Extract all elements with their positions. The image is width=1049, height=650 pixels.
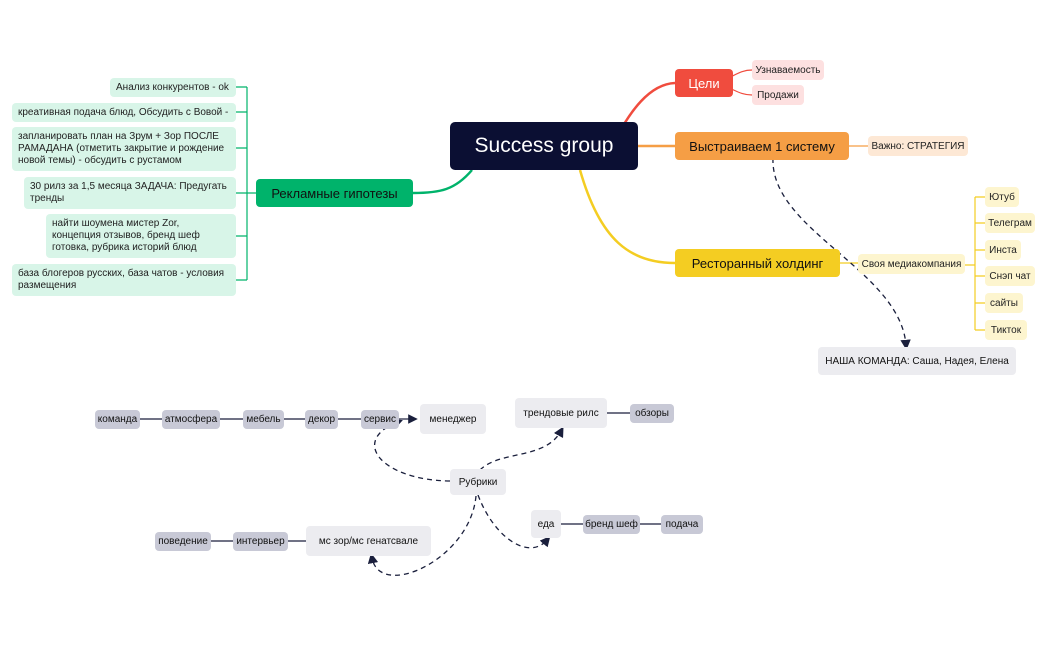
- manager-chain-item[interactable]: мебель: [243, 410, 284, 429]
- goal-item[interactable]: Узнаваемость: [752, 60, 824, 80]
- goal-item[interactable]: Продажи: [752, 85, 804, 105]
- manager-chain-item[interactable]: декор: [305, 410, 338, 429]
- topic-holding[interactable]: Ресторанный холдинг: [675, 249, 840, 277]
- topic-goals[interactable]: Цели: [675, 69, 733, 97]
- link-ads: [412, 169, 473, 195]
- topic-system[interactable]: Выстраиваем 1 систему: [675, 132, 849, 160]
- manager-chain-item[interactable]: команда: [95, 410, 140, 429]
- ad-hypothesis[interactable]: 30 рилз за 1,5 месяца ЗАДАЧА: Предугать …: [24, 177, 236, 209]
- ad-hypothesis[interactable]: найти шоумена мистер Zor, концепция отзы…: [46, 214, 236, 258]
- system-note[interactable]: Важно: СТРАТЕГИЯ: [868, 136, 968, 156]
- link-rubrics-trend: [479, 426, 564, 471]
- mc-chain-item[interactable]: интервьер: [233, 532, 288, 551]
- media-channel[interactable]: Инста: [985, 240, 1021, 260]
- team-node[interactable]: НАША КОМАНДА: Саша, Надея, Елена: [818, 347, 1016, 375]
- holding-note[interactable]: Своя медиакомпания: [858, 254, 965, 274]
- ad-hypothesis[interactable]: Анализ конкурентов - ok: [110, 78, 236, 97]
- center-node[interactable]: Success group: [450, 122, 638, 170]
- media-channel[interactable]: Снэп чат: [985, 266, 1035, 286]
- media-channel[interactable]: Ютуб: [985, 187, 1019, 207]
- rubrics-root[interactable]: Рубрики: [450, 469, 506, 495]
- rubric-mc[interactable]: мс зор/мс генатсвале: [306, 526, 431, 556]
- manager-chain-item[interactable]: сервис: [361, 410, 399, 429]
- media-channel[interactable]: Телеграм: [985, 213, 1035, 233]
- topic-ads[interactable]: Рекламные гипотезы: [256, 179, 413, 207]
- rubric-trend[interactable]: трендовые рилс: [515, 398, 607, 428]
- food-chain-item[interactable]: подача: [661, 515, 703, 534]
- ad-hypothesis[interactable]: база блогеров русских, база чатов - усло…: [12, 264, 236, 296]
- media-channel[interactable]: Тикток: [985, 320, 1027, 340]
- link-holding: [578, 169, 676, 265]
- mc-chain-item[interactable]: поведение: [155, 532, 211, 551]
- food-chain-item[interactable]: бренд шеф: [583, 515, 640, 534]
- media-channel[interactable]: сайты: [985, 293, 1023, 313]
- rubric-food[interactable]: еда: [531, 510, 561, 538]
- trend-chain-item[interactable]: обзоры: [630, 404, 674, 423]
- ad-hypothesis[interactable]: запланировать план на Зрум + Зор ПОСЛЕ Р…: [12, 127, 236, 171]
- rubric-manager[interactable]: менеджер: [420, 404, 486, 434]
- manager-chain-item[interactable]: атмосфера: [162, 410, 220, 429]
- ad-hypothesis[interactable]: креативная подача блюд, Обсудить с Вовой…: [12, 103, 236, 122]
